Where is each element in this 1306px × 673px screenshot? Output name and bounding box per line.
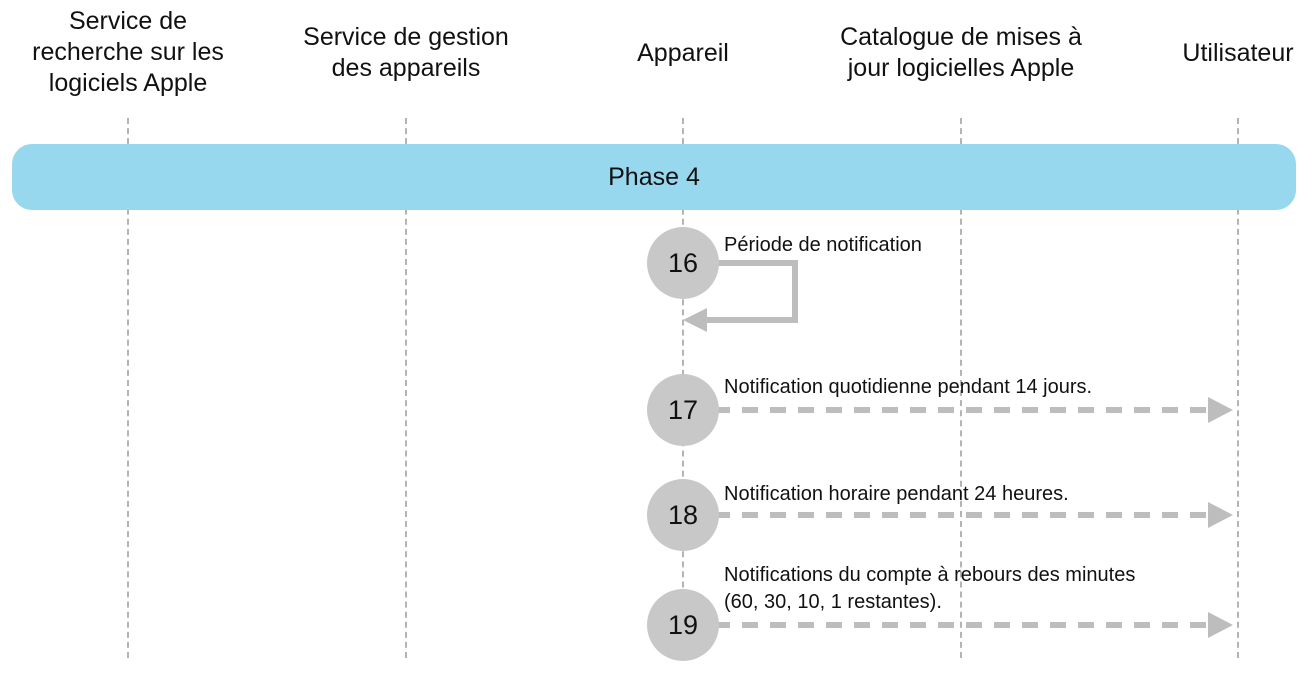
phase-banner: Phase 4: [12, 144, 1296, 210]
step-badge-18: 18: [647, 479, 719, 551]
column-header-device: Appareil: [637, 39, 729, 67]
step-badge-18-number: 18: [667, 499, 699, 530]
step-message-17: Notification quotidienne pendant 14 jour…: [724, 376, 1093, 398]
step-badge-17-number: 17: [667, 394, 699, 425]
step-badge-16-number: 16: [667, 247, 699, 278]
lifeline-apple-software-lookup-service: [127, 118, 129, 658]
phase-banner-label: Phase 4: [608, 162, 700, 191]
step-badge-16: 16: [647, 227, 719, 299]
column-header-apple-software-update-catalog: Catalogue de mises à jour logicielles Ap…: [840, 23, 1082, 82]
column-header-device-management-service: Service de gestion des appareils: [303, 23, 509, 82]
lifeline-user: [1237, 118, 1239, 658]
column-header-apple-software-lookup-service: Service de recherche sur les logiciels A…: [32, 7, 224, 97]
step-message-16: Période de notification: [724, 234, 922, 256]
step-badge-19-number: 19: [667, 609, 699, 640]
lifeline-apple-software-update-catalog: [960, 118, 962, 658]
lifeline-device-management-service: [405, 118, 407, 658]
step-badge-17: 17: [647, 374, 719, 446]
step-message-19: Notifications du compte à rebours des mi…: [724, 564, 1136, 613]
step-message-18: Notification horaire pendant 24 heures.: [724, 483, 1069, 505]
column-header-user: Utilisateur: [1182, 39, 1294, 67]
step-badge-19: 19: [647, 589, 719, 661]
